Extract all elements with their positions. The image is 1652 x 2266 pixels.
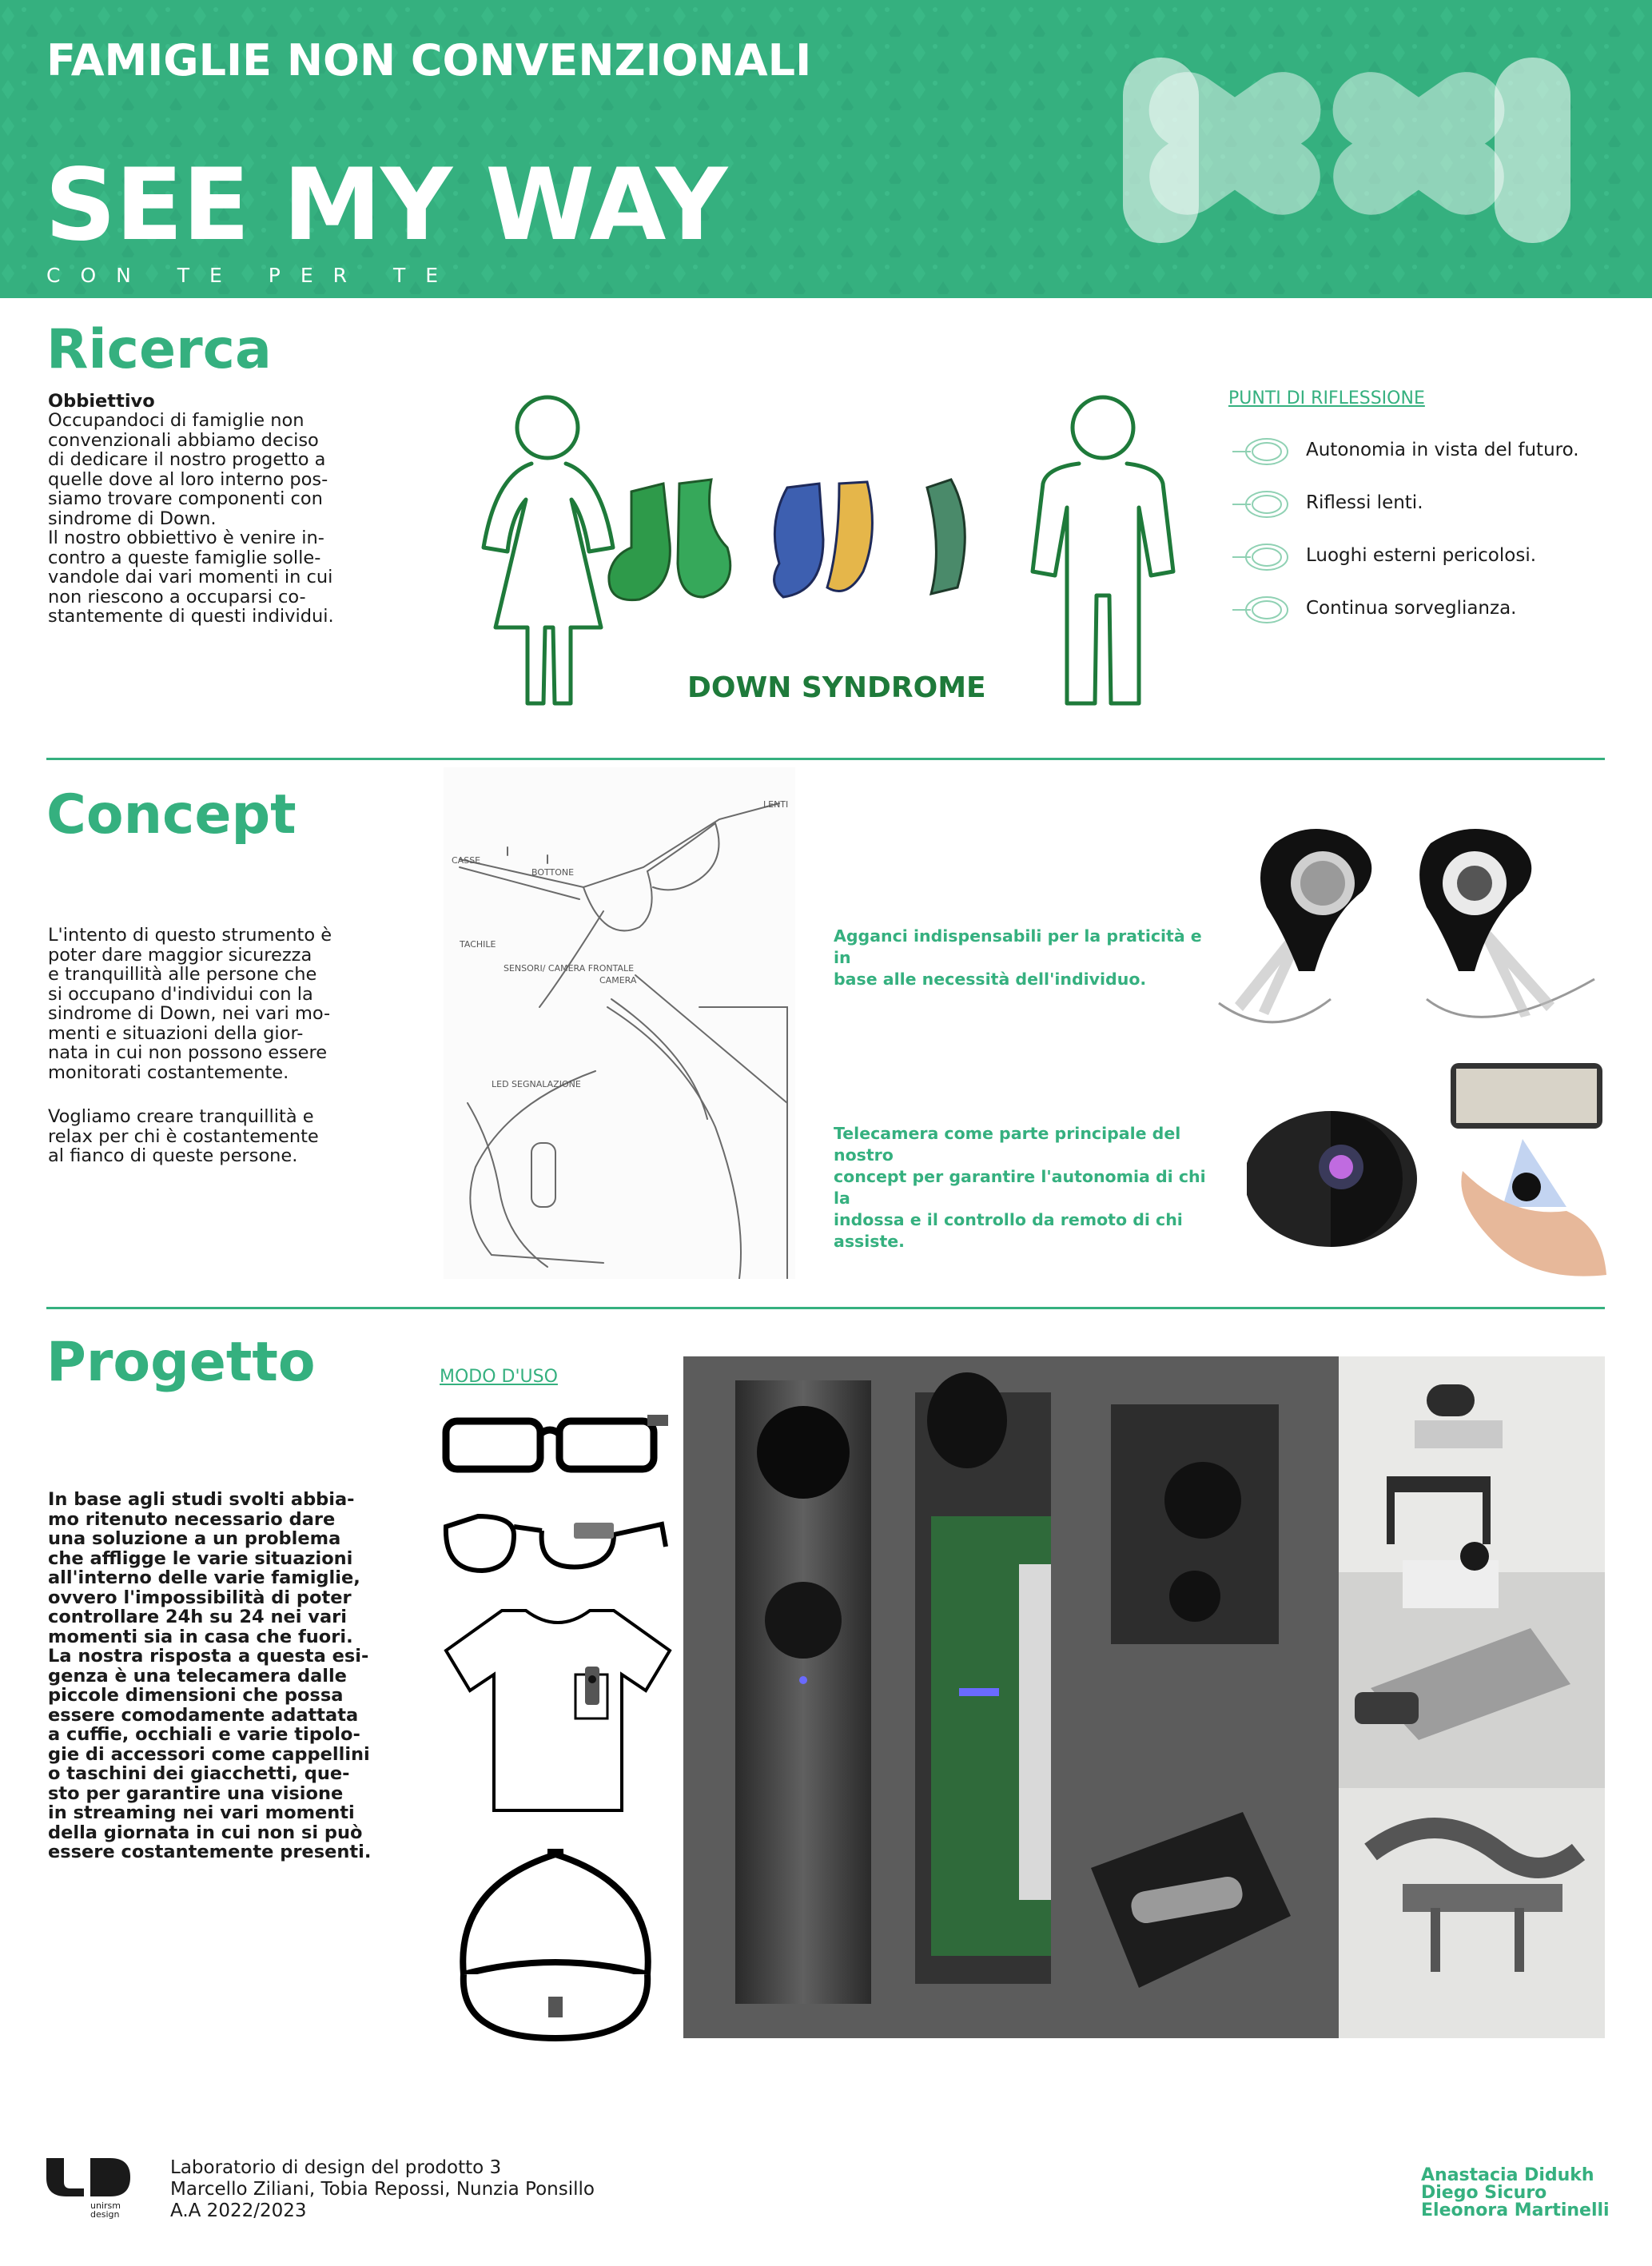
point-text: Luoghi esterni pericolosi. xyxy=(1306,545,1537,566)
section-title-progetto: Progetto xyxy=(46,1331,316,1394)
sketch-label: TACHILE xyxy=(459,939,496,950)
header-kicker: FAMIGLIE NON CONVENZIONALI xyxy=(46,35,812,86)
concept-caption-1: Agganci indispensabili per la praticità … xyxy=(834,926,1202,989)
footer-course: Laboratorio di design del prodotto 3 xyxy=(170,2157,502,2178)
footer-authors: Anastacia Didukh Diego Sicuro Eleonora M… xyxy=(1421,2165,1610,2220)
progetto-text: In base agli studi svolti abbia- mo rite… xyxy=(48,1489,372,1862)
school-logo-text: unirsm design xyxy=(90,2200,121,2220)
clip-render-panel xyxy=(1339,1356,1605,2038)
tshirt-icon xyxy=(444,1609,672,1812)
header-pattern xyxy=(0,0,1652,298)
list-item: Luoghi esterni pericolosi. xyxy=(1228,537,1652,577)
scribble-icon xyxy=(1232,438,1288,465)
school-logo: unirsm design xyxy=(46,2158,130,2222)
point-text: Continua sorveglianza. xyxy=(1306,598,1517,619)
family-illustration: DOWN SYNDROME xyxy=(481,395,1176,706)
socks-icon xyxy=(607,478,966,602)
sketch-label: SENSORI/ CAMERA FRONTALE xyxy=(504,963,634,974)
section-title-ricerca: Ricerca xyxy=(46,318,272,381)
sketch-label: CAMERA xyxy=(599,975,637,986)
points-title: PUNTI DI RIFLESSIONE xyxy=(1228,388,1425,408)
concept-text-1: L'intento di questo strumento è poter da… xyxy=(48,925,332,1083)
glasses-icon xyxy=(442,1415,668,1473)
glasses-side-icon xyxy=(443,1513,668,1574)
sketch-label: LENTI xyxy=(763,799,788,810)
device-render-panel xyxy=(683,1356,1339,2038)
clip-rotation-render xyxy=(1218,829,1595,1024)
scribble-icon xyxy=(1232,544,1288,571)
header-tagline: CON TE PER TE xyxy=(46,264,459,287)
list-item: Continua sorveglianza. xyxy=(1228,590,1652,630)
point-text: Autonomia in vista del futuro. xyxy=(1306,440,1579,460)
section-title-concept: Concept xyxy=(46,783,297,846)
sketch-label: CASSE xyxy=(452,855,480,866)
footer-teachers: Marcello Ziliani, Tobia Repossi, Nunzia … xyxy=(170,2179,595,2200)
project-logo-icon xyxy=(1123,58,1570,243)
list-item: Autonomia in vista del futuro. xyxy=(1228,432,1652,472)
sketch-label: BOTTONE xyxy=(531,867,574,878)
cap-icon xyxy=(460,1849,651,2042)
footer-year: A.A 2022/2023 xyxy=(170,2200,307,2221)
objective-text: Occupandoci di famiglie non convenzional… xyxy=(48,410,334,627)
scribble-icon xyxy=(1232,491,1288,518)
glasses-sketch: CASSE BOTTONE TACHILE SENSORI/ CAMERA FR… xyxy=(444,767,795,1279)
school-logo-icon xyxy=(46,2158,130,2196)
camera-render xyxy=(1247,1063,1606,1276)
page-title: SEE MY WAY xyxy=(45,148,727,263)
objective-label: Obbiettivo xyxy=(48,391,155,412)
illustration-caption: DOWN SYNDROME xyxy=(687,671,986,704)
point-text: Riflessi lenti. xyxy=(1306,492,1423,513)
list-item: Riflessi lenti. xyxy=(1228,484,1652,524)
section-divider xyxy=(46,1307,1605,1309)
concept-text-2: Vogliamo creare tranquillità e relax per… xyxy=(48,1106,319,1166)
scribble-icon xyxy=(1232,596,1288,623)
header-banner: FAMIGLIE NON CONVENZIONALI SEE MY WAY CO… xyxy=(0,0,1652,298)
sketch-label: LED SEGNALAZIONE xyxy=(492,1079,581,1089)
concept-caption-2: Telecamera come parte principale del nos… xyxy=(834,1124,1206,1251)
section-divider xyxy=(46,758,1605,760)
usage-label: MODO D'USO xyxy=(440,1367,558,1387)
